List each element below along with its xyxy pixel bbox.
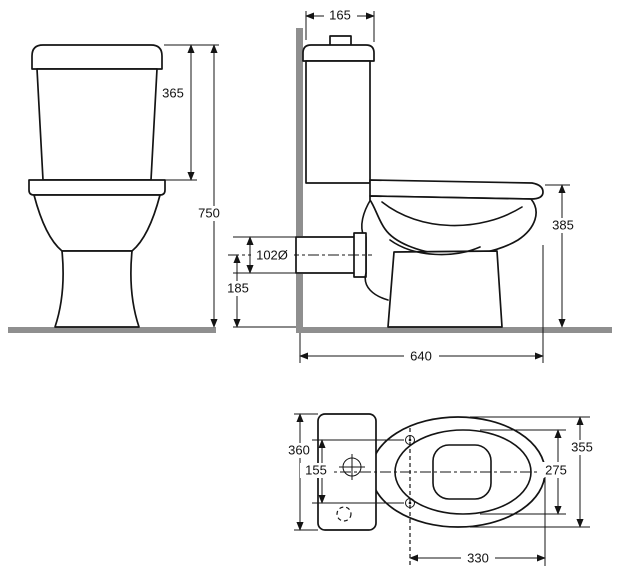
label-bg: [566, 440, 599, 455]
dim-bowl-width-label: 355: [571, 440, 593, 455]
trap-rear-line: [361, 198, 372, 238]
dim-inner-width-label: 275: [545, 463, 567, 478]
label-bg: [324, 8, 357, 23]
trap-curve-line: [389, 239, 481, 256]
label-bg: [546, 218, 580, 233]
bowl-cavity-line: [381, 201, 523, 227]
dim-fixing-to-front-label: 330: [467, 551, 489, 566]
dim-outlet-height-label: 185: [227, 281, 249, 296]
cistern-lid-side: [302, 44, 375, 62]
label-bg: [251, 247, 294, 263]
label-bg: [158, 86, 189, 101]
dim-hole-spacing-label: 155: [305, 463, 327, 478]
fixing-hole-front-center: [408, 501, 412, 505]
label-bg: [404, 348, 439, 364]
dim-rim-height-label: 385: [552, 218, 574, 233]
wall-upper: [296, 28, 303, 236]
label-bg: [539, 462, 573, 478]
floor-front: [8, 327, 216, 333]
label-bg: [461, 550, 495, 566]
cistern-body-front: [36, 68, 158, 181]
label-bg: [193, 206, 226, 221]
cistern-lid-front: [31, 44, 163, 70]
dim-cistern-depth-label: 165: [329, 8, 351, 23]
wall-lower: [296, 274, 303, 327]
dim-total-depth-label: 640: [410, 349, 432, 364]
seat-side: [369, 179, 544, 200]
dim-cistern-width-label: 360: [288, 443, 310, 458]
bowl-rim-front: [28, 179, 166, 196]
label-bg: [283, 443, 315, 458]
label-bg: [300, 463, 332, 478]
cistern-body-side: [305, 60, 371, 184]
pedestal-side: [387, 250, 503, 328]
dim-total-height-label: 750: [198, 206, 220, 221]
fixing-hole-rear-center: [408, 438, 412, 442]
dim-outlet-diameter-label: 102Ø: [256, 248, 288, 263]
bowl-body-front: [33, 194, 161, 252]
floor-side: [296, 327, 612, 333]
front-view: 365 750: [8, 44, 226, 333]
pedestal-front: [54, 250, 140, 328]
inlet-hole-dashed: [336, 506, 352, 522]
label-bg: [222, 281, 254, 296]
trap-lower-line: [364, 272, 389, 301]
seat-outer-top: [370, 416, 546, 528]
top-view: 360 155 355 275 330: [283, 413, 599, 566]
side-view: 165 385 102Ø 185: [222, 8, 612, 364]
dim-cistern-height-label: 365: [162, 86, 184, 101]
